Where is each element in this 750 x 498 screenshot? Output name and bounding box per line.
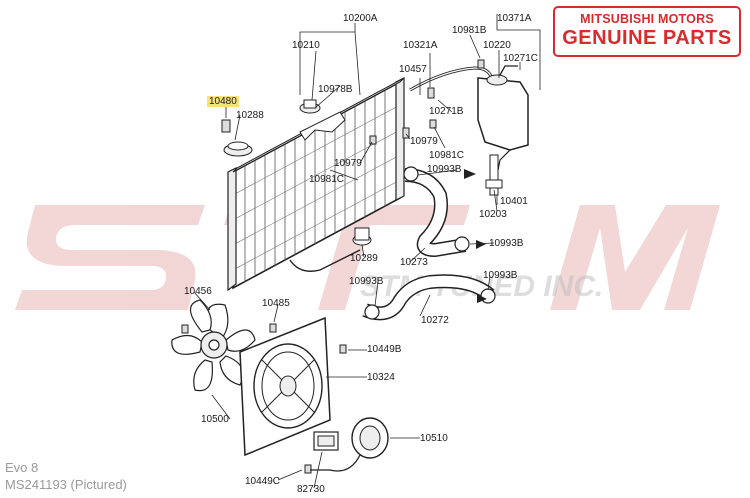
badge-line-1: MITSUBISHI MOTORS (580, 12, 714, 26)
label-10271C: 10271C (503, 53, 539, 64)
label-10401: 10401 (500, 196, 528, 207)
label-10993B-4: 10993B (349, 276, 384, 287)
badge-line-2: GENUINE PARTS (562, 27, 732, 49)
label-10981C-left: 10981C (309, 174, 345, 185)
label-10203: 10203 (479, 209, 507, 220)
part-number: MS241193 (Pictured) (5, 477, 127, 492)
label-10993B-1: 10993B (427, 164, 462, 175)
label-10272: 10272 (421, 315, 449, 326)
label-10449B: 10449B (367, 344, 402, 355)
direction-arrow-icon (464, 169, 487, 303)
connector-icon (313, 431, 339, 451)
drain-plug-icon (221, 119, 253, 157)
label-10288: 10288 (236, 110, 264, 121)
label-10324: 10324 (367, 372, 395, 383)
radiator-cap-icon (299, 99, 321, 114)
fan-shroud (239, 316, 331, 457)
bracket (485, 154, 503, 196)
fan-motor (310, 417, 389, 472)
label-10981C-right: 10981C (429, 150, 465, 161)
model-name: Evo 8 (5, 460, 39, 475)
label-10457: 10457 (399, 64, 427, 75)
reserve-tank (477, 65, 529, 171)
label-10371A: 10371A (497, 13, 532, 24)
stm-watermark-logo (15, 205, 720, 310)
label-10510: 10510 (420, 433, 448, 444)
label-10485: 10485 (262, 298, 290, 309)
label-10289: 10289 (350, 253, 378, 264)
cooling-fan (171, 299, 256, 392)
bolt-icon (181, 59, 485, 474)
label-10210: 10210 (292, 40, 320, 51)
label-10271B: 10271B (429, 106, 464, 117)
mitsubishi-genuine-parts-badge: MITSUBISHI MOTORS GENUINE PARTS (553, 6, 741, 57)
label-10321A: 10321A (403, 40, 438, 51)
label-10500: 10500 (201, 414, 229, 425)
label-10480: 10480 (207, 96, 239, 107)
label-82730: 82730 (297, 484, 325, 495)
label-10979-left: 10979 (334, 158, 362, 169)
fitting-icon (352, 227, 372, 246)
label-10449C: 10449C (245, 476, 281, 487)
label-10456: 10456 (184, 286, 212, 297)
label-10993B-3: 10993B (483, 270, 518, 281)
label-10200A: 10200A (343, 13, 378, 24)
leader-lines (193, 14, 541, 489)
label-10993B-2: 10993B (489, 238, 524, 249)
label-10220: 10220 (483, 40, 511, 51)
label-10273: 10273 (400, 257, 428, 268)
label-10978B: 10978B (318, 84, 353, 95)
label-10979-right: 10979 (410, 136, 438, 147)
label-10981B: 10981B (452, 25, 487, 36)
radiator (227, 77, 405, 292)
